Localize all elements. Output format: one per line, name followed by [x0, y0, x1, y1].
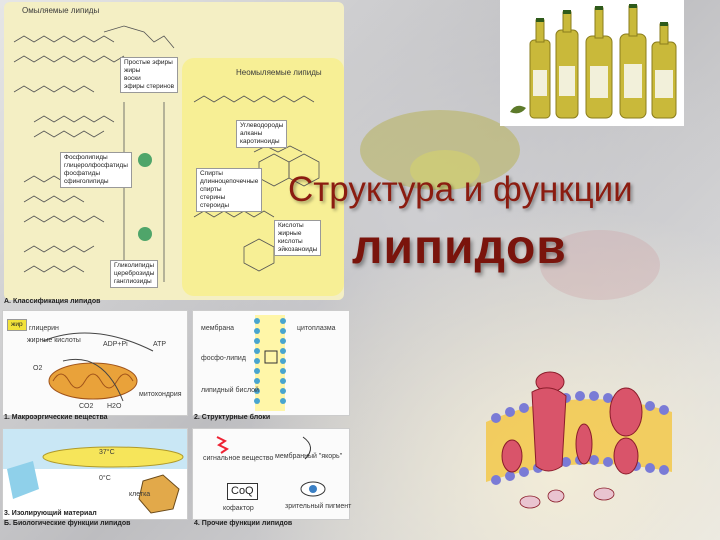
label-h2o: H2O	[107, 403, 122, 410]
box-phospholipids: Фосфолипиды глицеролфосфатиды фосфатиды …	[60, 152, 132, 188]
olive-oil-bottles-image	[500, 0, 684, 126]
panel-structural: мембрана цитоплазма фосфо-липид липидный…	[192, 310, 350, 416]
mitochondrion-illustration	[42, 332, 154, 402]
box-glycolipids: Гликолипиды цереброзиды ганглиозиды	[110, 260, 159, 288]
label-membrane-anchor: мембранный "якорь"	[275, 453, 343, 460]
label-cytoplasm: цитоплазма	[297, 325, 336, 332]
label-cell: клетка	[129, 491, 151, 498]
caption-structural: 2. Структурные блоки	[194, 414, 271, 421]
label-co2: CO2	[79, 403, 94, 410]
header-saponifiable: Омыляемые липиды	[22, 6, 100, 15]
box-simple-esters: Простые эфиры жиры воски эфиры стеринов	[120, 57, 179, 93]
slide-title-line1: Структура и функции	[288, 170, 633, 209]
structure-formulas	[13, 25, 320, 282]
lipid-diagram: Омыляемые липиды Неомыляемые липиды	[0, 0, 352, 540]
label-fatty-acids: жирные кислоты	[27, 337, 81, 344]
label-phospholipid: фосфо-липид	[201, 355, 246, 362]
label-cofactor: кофактор	[223, 505, 254, 512]
box-alcohols: Спирты длинноцепочечные спирты стерины с…	[196, 168, 263, 212]
other-functions-illustration	[216, 436, 326, 497]
label-membrane: мембрана	[201, 325, 234, 332]
membrane-illustration	[486, 371, 672, 509]
label-o2: O2	[33, 365, 43, 372]
insulation-illustration	[3, 429, 187, 519]
caption-energy: 1. Макроэргические вещества	[4, 414, 108, 421]
bilayer-illustration	[254, 315, 286, 411]
slide-title-line2: липидов	[352, 221, 567, 274]
panel-insulation: 37°C 0°C клетка	[2, 428, 188, 520]
label-bilayer: липидный бислой	[201, 387, 259, 394]
panel-classification: Омыляемые липиды Неомыляемые липиды	[4, 2, 344, 300]
bottles-illustration	[510, 4, 677, 119]
background-bubble	[540, 230, 660, 300]
label-37c: 37°C	[99, 449, 115, 456]
caption-insulation: 3. Изолирующий материал	[4, 510, 97, 517]
label-coq: CoQ	[227, 483, 258, 500]
caption-classification: А. Классификация липидов	[4, 298, 101, 305]
caption-other: 4. Прочие функции липидов	[194, 520, 293, 527]
label-atp: ATP	[153, 341, 167, 348]
label-0c: 0°C	[99, 475, 111, 482]
box-hydrocarbons: Углеводороды алканы каротиноиды	[236, 120, 288, 148]
panel-other: сигнальное вещество мембранный "якорь" C…	[192, 428, 352, 520]
box-acids: Кислоты жирные кислоты эйкозаноиды	[274, 220, 322, 256]
background-bubble	[410, 150, 480, 190]
panel-energy: жир глицерин жирные кислоты ADP+Pi ATP O…	[2, 310, 188, 416]
label-glycerol: глицерин	[29, 325, 59, 332]
label-fat: жир	[7, 319, 27, 331]
header-unsaponifiable: Неомыляемые липиды	[236, 68, 322, 77]
label-mitochondrion: митохондрия	[139, 391, 182, 398]
caption-biological-functions: Б. Биологические функции липидов	[4, 520, 131, 527]
label-signal-substance: сигнальное вещество	[203, 455, 274, 462]
label-adp: ADP+Pi	[103, 341, 128, 348]
label-visual-pigment: зрительный пигмент	[285, 503, 352, 510]
